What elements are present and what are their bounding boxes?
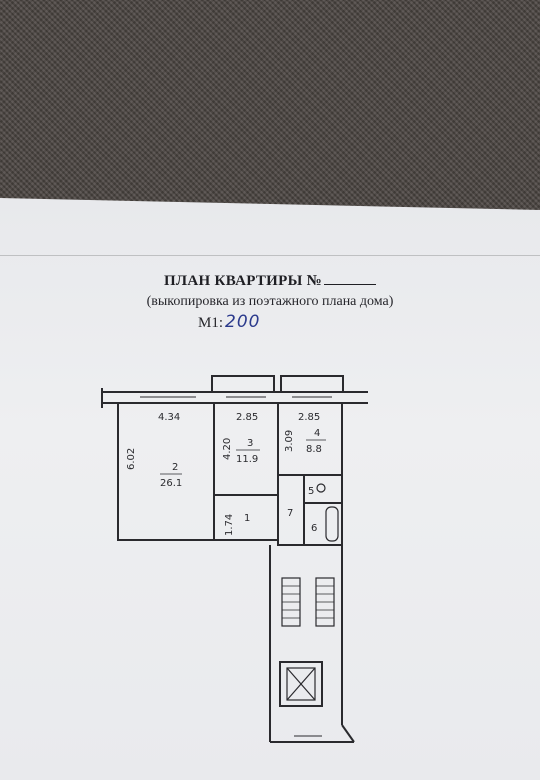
- room-7-number: 7: [287, 508, 293, 519]
- document-title: ПЛАН КВАРТИРЫ №: [0, 272, 540, 290]
- dim-hall-length: 1.74: [224, 514, 235, 536]
- room-3-number: 3: [247, 438, 253, 449]
- room-2-number: 2: [172, 462, 178, 473]
- room-6-walls: [303, 502, 343, 546]
- stairwell-wall-slant: [341, 724, 355, 743]
- plan-windows: [140, 396, 332, 737]
- dim-room4-width: 2.85: [298, 412, 320, 423]
- apartment-number-blank: [324, 272, 377, 285]
- room-2-walls: [117, 402, 215, 541]
- document-subtitle: (выкопировка из поэтажного плана дома): [146, 294, 394, 309]
- document-title-text: ПЛАН КВАРТИРЫ №: [163, 273, 323, 289]
- scale-label: М1:200: [198, 312, 260, 332]
- dim-room3-width: 2.85: [236, 412, 258, 423]
- room-4-area: 8.8: [306, 444, 322, 455]
- dim-room3-length: 4.20: [222, 438, 233, 460]
- elevator-cross-2: [286, 667, 316, 701]
- scale-prefix: М1:: [198, 315, 224, 331]
- elevator-shaft: [279, 661, 323, 707]
- dimension-labels: 4.34 6.02 2.85 4.20 2.85 3.09 1.74: [126, 412, 320, 536]
- fabric-background: [0, 0, 540, 215]
- dim-room2-length: 6.02: [126, 448, 137, 470]
- room-1-number: 1: [244, 513, 250, 524]
- room-3-area: 11.9: [236, 454, 258, 465]
- paper-fold-line: [0, 255, 540, 256]
- room-6-number: 6: [311, 523, 317, 534]
- plan-walls: [101, 375, 368, 743]
- toilet-icon: [316, 483, 326, 493]
- stair-treads: [282, 585, 334, 619]
- room-2-area: 26.1: [160, 478, 182, 489]
- room-labels: 2 26.1 3 11.9 4 8.8 1 5 6 7: [160, 428, 326, 534]
- balcony-left: [211, 375, 275, 393]
- balcony-right: [280, 375, 344, 393]
- room-5-number: 5: [308, 486, 314, 497]
- scale-value-handwritten: 200: [225, 312, 261, 332]
- room-4-number: 4: [314, 428, 320, 439]
- dim-room2-width: 4.34: [158, 412, 180, 423]
- elevator-icon: [286, 667, 316, 701]
- bathtub-icon: [325, 506, 339, 542]
- dim-room4-length: 3.09: [284, 430, 295, 452]
